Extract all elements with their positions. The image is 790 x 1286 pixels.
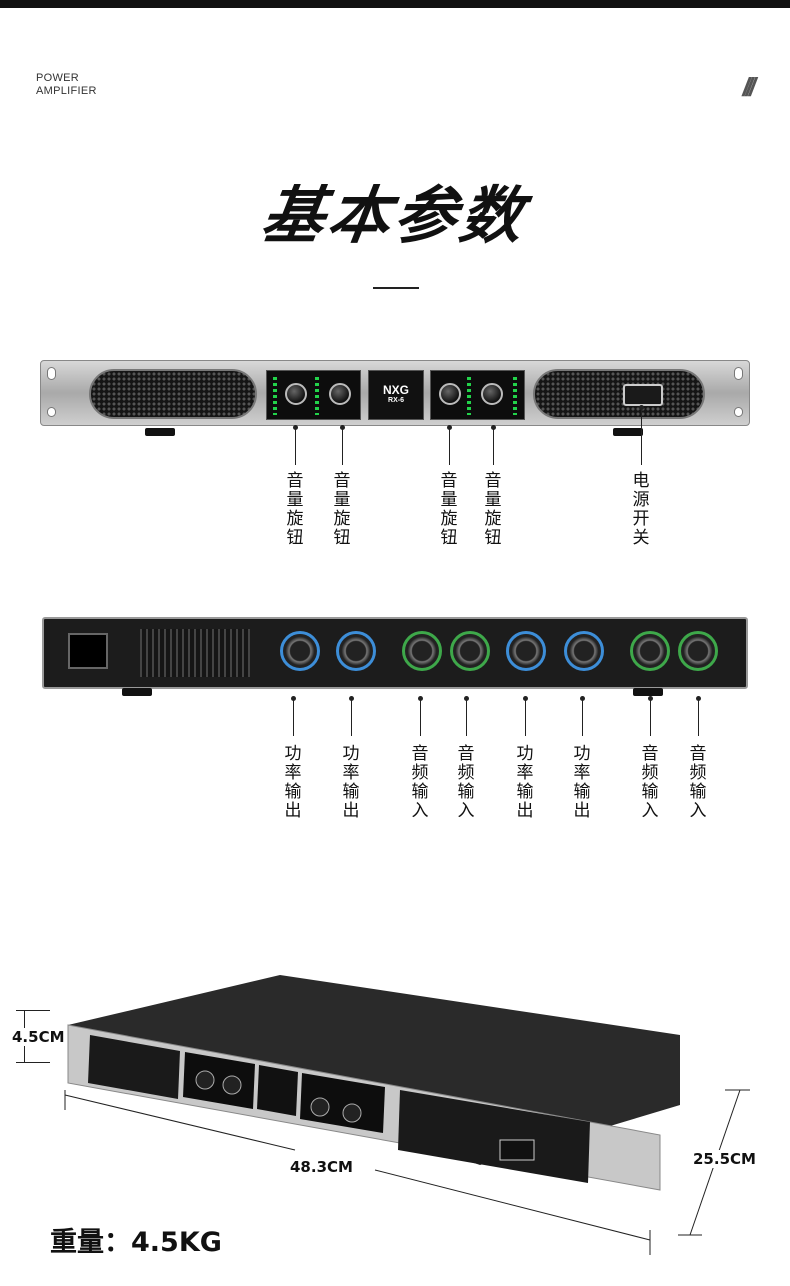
volume-knob-ch4 bbox=[481, 383, 503, 405]
xlr-input-ch4 bbox=[678, 631, 718, 671]
callout-line bbox=[525, 698, 526, 736]
front-panel-image: NXG RX-6 bbox=[40, 360, 750, 426]
power-switch bbox=[623, 384, 663, 406]
volume-knob bbox=[342, 1103, 362, 1123]
callout-power-switch: 电源开关 bbox=[632, 471, 650, 548]
callout-line bbox=[493, 427, 494, 465]
callout-line bbox=[420, 698, 421, 736]
xlr-input-ch2 bbox=[450, 631, 490, 671]
channel-1-2-panel bbox=[266, 370, 361, 420]
height-tick-bottom bbox=[16, 1062, 50, 1063]
rubber-foot bbox=[122, 688, 152, 696]
callout-audio-input-1: 音频输入 bbox=[411, 744, 429, 821]
page-title: 基本参数 bbox=[257, 179, 532, 252]
top-bar bbox=[0, 0, 790, 8]
xlr-input-ch3 bbox=[630, 631, 670, 671]
model-text: RX-6 bbox=[388, 397, 404, 404]
callout-audio-input-2: 音频输入 bbox=[457, 744, 475, 821]
callout-power-output-1: 功率输出 bbox=[284, 744, 302, 821]
callout-audio-input-3: 音频输入 bbox=[641, 744, 659, 821]
led-meter bbox=[467, 377, 471, 415]
height-tick-top bbox=[16, 1010, 50, 1011]
rack-ear-hole bbox=[47, 407, 56, 417]
logo-text: NXG bbox=[382, 383, 409, 397]
rubber-foot bbox=[145, 428, 175, 436]
led-meter bbox=[513, 377, 517, 415]
callout-line bbox=[641, 407, 642, 465]
left-grille bbox=[88, 1035, 180, 1099]
speakon-output-ch4 bbox=[564, 631, 604, 671]
brand-logo-panel: NXG RX-6 bbox=[368, 370, 424, 420]
led-meter bbox=[315, 377, 319, 415]
volume-knob bbox=[195, 1070, 215, 1090]
power-inlet bbox=[68, 633, 108, 669]
callout-power-output-2: 功率输出 bbox=[342, 744, 360, 821]
callout-line bbox=[293, 698, 294, 736]
width-line-right bbox=[374, 1169, 651, 1241]
left-grille bbox=[89, 369, 257, 419]
callout-line bbox=[466, 698, 467, 736]
callout-power-output-3: 功率输出 bbox=[516, 744, 534, 821]
callout-power-output-4: 功率输出 bbox=[573, 744, 591, 821]
rear-panel-image bbox=[42, 617, 748, 689]
callout-line bbox=[698, 698, 699, 736]
channel-panel-left bbox=[183, 1052, 255, 1109]
brand-label: POWER AMPLIFIER bbox=[36, 72, 97, 98]
rear-vent bbox=[140, 629, 250, 677]
callout-line bbox=[582, 698, 583, 736]
volume-knob bbox=[310, 1097, 330, 1117]
rubber-foot bbox=[613, 428, 643, 436]
speakon-output-ch2 bbox=[336, 631, 376, 671]
callout-line bbox=[650, 698, 651, 736]
logo-panel bbox=[257, 1065, 298, 1116]
height-dimension: 4.5CM bbox=[12, 1028, 65, 1046]
width-dimension: 48.3CM bbox=[290, 1158, 353, 1176]
speakon-output-ch3 bbox=[506, 631, 546, 671]
rack-ear-hole bbox=[47, 367, 56, 380]
brand-line-1: POWER bbox=[36, 72, 80, 84]
volume-knob bbox=[222, 1075, 242, 1095]
dimension-lines bbox=[64, 1090, 651, 1255]
volume-knob-ch2 bbox=[329, 383, 351, 405]
power-switch bbox=[499, 1139, 535, 1161]
volume-knob-ch1 bbox=[285, 383, 307, 405]
callout-volume-knob-3: 音量旋钮 bbox=[440, 471, 458, 548]
channel-3-4-panel bbox=[430, 370, 525, 420]
right-grille bbox=[398, 1090, 590, 1183]
amplifier-3d-image bbox=[67, 975, 680, 1191]
volume-knob-ch3 bbox=[439, 383, 461, 405]
rack-ear-hole bbox=[734, 367, 743, 380]
slashes-decoration: /// bbox=[742, 72, 756, 102]
rack-ear-hole bbox=[734, 407, 743, 417]
xlr-input-ch1 bbox=[402, 631, 442, 671]
title-divider bbox=[373, 287, 419, 289]
right-grille bbox=[533, 369, 705, 419]
callout-volume-knob-2: 音量旋钮 bbox=[333, 471, 351, 548]
rubber-foot bbox=[633, 688, 663, 696]
callout-audio-input-4: 音频输入 bbox=[689, 744, 707, 821]
led-meter bbox=[273, 377, 277, 415]
brand-line-2: AMPLIFIER bbox=[36, 85, 97, 97]
callout-line bbox=[342, 427, 343, 465]
channel-panel-right bbox=[300, 1073, 385, 1133]
callout-volume-knob-4: 音量旋钮 bbox=[484, 471, 502, 548]
callout-volume-knob-1: 音量旋钮 bbox=[286, 471, 304, 548]
callout-line bbox=[449, 427, 450, 465]
depth-dimension: 25.5CM bbox=[693, 1150, 756, 1168]
weight-label: 重量：4.5KG bbox=[50, 1227, 222, 1258]
speakon-output-ch1 bbox=[280, 631, 320, 671]
width-line-left bbox=[64, 1094, 296, 1151]
callout-line bbox=[295, 427, 296, 465]
callout-line bbox=[351, 698, 352, 736]
